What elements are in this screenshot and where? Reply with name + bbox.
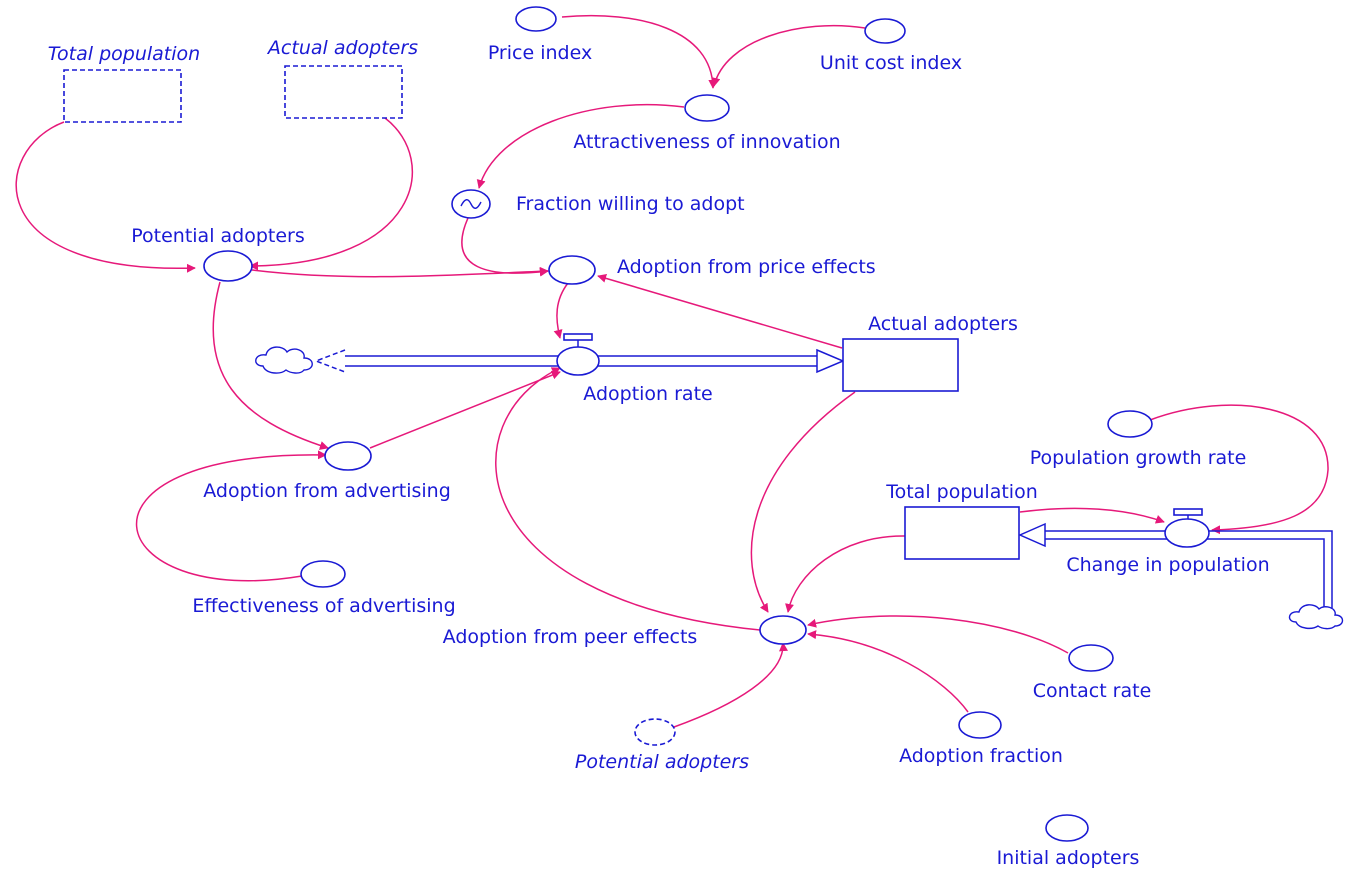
- adoption-fraction-label: Adoption fraction: [899, 745, 1063, 767]
- actual-adopters-label: Actual adopters: [868, 313, 1018, 335]
- link-actual-adopters-to-peer-effects: [750, 391, 856, 613]
- link-growth-rate-to-change: [1149, 404, 1329, 535]
- link-price-index-to-attractiveness: [561, 14, 718, 89]
- fraction-willing-label: Fraction willing to adopt: [516, 193, 745, 215]
- link-potential-adopters-to-price-effects: [251, 266, 549, 278]
- unit-cost-index-node[interactable]: [864, 18, 906, 44]
- total-population-shadow-stock[interactable]: [63, 69, 182, 123]
- total-population-stock[interactable]: [904, 506, 1020, 560]
- link-total-population-to-potential-adopters: [15, 121, 196, 273]
- change-in-population-label: Change in population: [1066, 554, 1269, 576]
- adoption-from-advertising-label: Adoption from advertising: [203, 480, 451, 502]
- adoption-source-cloud-icon: [255, 346, 313, 374]
- link-adoption-fraction-to-peer-effects: [807, 630, 969, 713]
- node-labels: Total population Actual adopters Price i…: [48, 37, 1270, 869]
- link-price-effects-to-adoption-rate: [553, 282, 569, 339]
- initial-adopters-node[interactable]: [1045, 814, 1089, 842]
- adoption-from-peer-effects-node[interactable]: [759, 615, 807, 645]
- link-effectiveness-to-advertising: [135, 450, 327, 582]
- population-growth-rate-node[interactable]: [1107, 410, 1153, 438]
- potential-adopters-shadow-label: Potential adopters: [575, 751, 749, 773]
- population-growth-rate-label: Population growth rate: [1030, 447, 1247, 469]
- adoption-from-advertising-node[interactable]: [324, 441, 372, 471]
- change-in-population-node[interactable]: [1164, 518, 1210, 548]
- actual-adopters-shadow-stock[interactable]: [284, 65, 403, 119]
- unit-cost-index-label: Unit cost index: [820, 52, 962, 74]
- link-attractiveness-to-fraction-willing: [476, 103, 685, 189]
- link-total-population-to-change: [1019, 507, 1165, 524]
- link-actual-adopters-to-price-effects: [597, 273, 843, 349]
- link-total-population-to-peer-effects: [785, 535, 906, 613]
- adoption-from-peer-effects-label: Adoption from peer effects: [443, 626, 698, 648]
- effectiveness-of-advertising-node[interactable]: [300, 560, 346, 588]
- link-advertising-to-adoption-rate: [369, 370, 561, 449]
- price-index-node[interactable]: [515, 6, 557, 32]
- effectiveness-of-advertising-label: Effectiveness of advertising: [192, 595, 455, 617]
- actual-adopters-shadow-label: Actual adopters: [266, 37, 418, 59]
- adoption-flow-tail: [313, 349, 346, 373]
- total-population-label: Total population: [885, 481, 1038, 503]
- adoption-rate-valve: [563, 333, 593, 348]
- link-potential-adopters-to-advertising: [212, 281, 329, 450]
- link-potential-adopters-shadow-to-peer-effects: [673, 642, 788, 728]
- actual-adopters-stock[interactable]: [842, 338, 959, 392]
- adoption-from-price-effects-node[interactable]: [548, 255, 596, 285]
- initial-adopters-label: Initial adopters: [997, 847, 1140, 869]
- link-contact-rate-to-peer-effects: [807, 615, 1069, 654]
- contact-rate-node[interactable]: [1068, 644, 1114, 672]
- link-peer-effects-to-adoption-rate: [495, 367, 761, 631]
- link-unit-cost-index-to-attractiveness: [711, 24, 866, 87]
- potential-adopters-node[interactable]: [203, 250, 253, 282]
- link-actual-adopters-to-potential-adopters: [249, 117, 414, 271]
- population-flow-pipe: [1018, 522, 1333, 608]
- contact-rate-label: Contact rate: [1033, 680, 1152, 702]
- population-source-cloud-icon: [1288, 604, 1344, 630]
- potential-adopters-shadow-node[interactable]: [634, 718, 676, 746]
- price-index-label: Price index: [488, 42, 592, 64]
- adoption-rate-node[interactable]: [556, 346, 600, 376]
- potential-adopters-label: Potential adopters: [131, 225, 305, 247]
- adoption-flow-arrowhead: [816, 348, 845, 374]
- adoption-rate-valve-icon: [563, 333, 593, 341]
- change-in-population-valve-icon: [1173, 508, 1203, 516]
- adoption-fraction-node[interactable]: [958, 711, 1002, 739]
- tilde-icon: [460, 199, 482, 209]
- adoption-rate-label: Adoption rate: [583, 383, 712, 405]
- adoption-from-price-effects-label: Adoption from price effects: [617, 256, 876, 278]
- causal-links: [15, 14, 1329, 728]
- attractiveness-node[interactable]: [684, 94, 730, 122]
- attractiveness-label: Attractiveness of innovation: [573, 131, 840, 153]
- population-flow-arrowhead: [1018, 522, 1046, 548]
- link-fraction-willing-to-price-effects: [461, 217, 549, 277]
- total-population-shadow-label: Total population: [48, 43, 200, 65]
